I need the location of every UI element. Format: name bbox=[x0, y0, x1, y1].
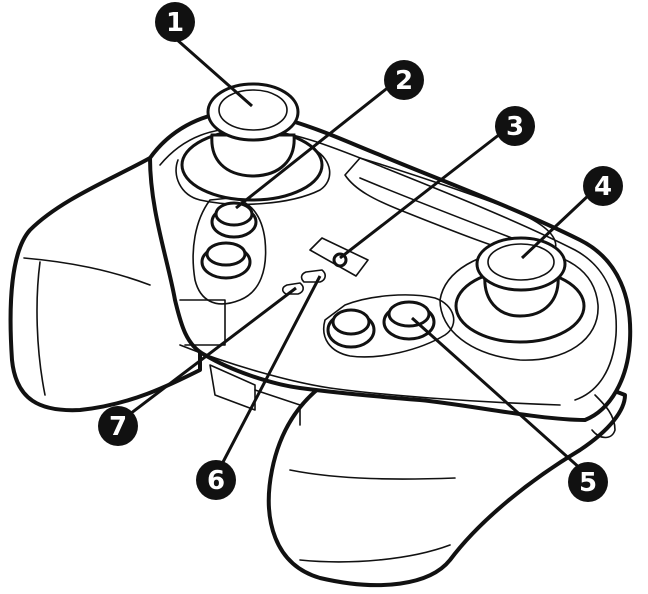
right-thumbstick bbox=[454, 236, 586, 344]
callout-3: 3 bbox=[495, 106, 535, 146]
callout-4: 4 bbox=[583, 166, 623, 206]
callout-6: 6 bbox=[196, 460, 236, 500]
left-grip bbox=[8, 156, 202, 413]
callout-5: 5 bbox=[568, 462, 608, 502]
left-buttons bbox=[200, 201, 258, 280]
callout-2: 2 bbox=[384, 60, 424, 100]
left-thumbstick bbox=[180, 82, 324, 202]
left-stick-platform bbox=[175, 149, 331, 206]
controller-body bbox=[8, 109, 633, 588]
right-buttons bbox=[326, 300, 436, 349]
callout-7-label: 7 bbox=[109, 412, 127, 442]
callout-3-label: 3 bbox=[506, 112, 524, 142]
callout-4-label: 4 bbox=[594, 172, 612, 202]
callout-2-label: 2 bbox=[395, 66, 413, 96]
callout-1-label: 1 bbox=[166, 8, 184, 38]
callout-1: 1 bbox=[155, 2, 195, 42]
callout-7: 7 bbox=[98, 406, 138, 446]
callout-5-label: 5 bbox=[579, 468, 597, 498]
small-buttons bbox=[281, 269, 326, 295]
callout-6-label: 6 bbox=[207, 466, 225, 496]
left-button-recess bbox=[192, 197, 267, 305]
leader-lines bbox=[121, 36, 592, 472]
right-button-recess bbox=[323, 294, 455, 358]
